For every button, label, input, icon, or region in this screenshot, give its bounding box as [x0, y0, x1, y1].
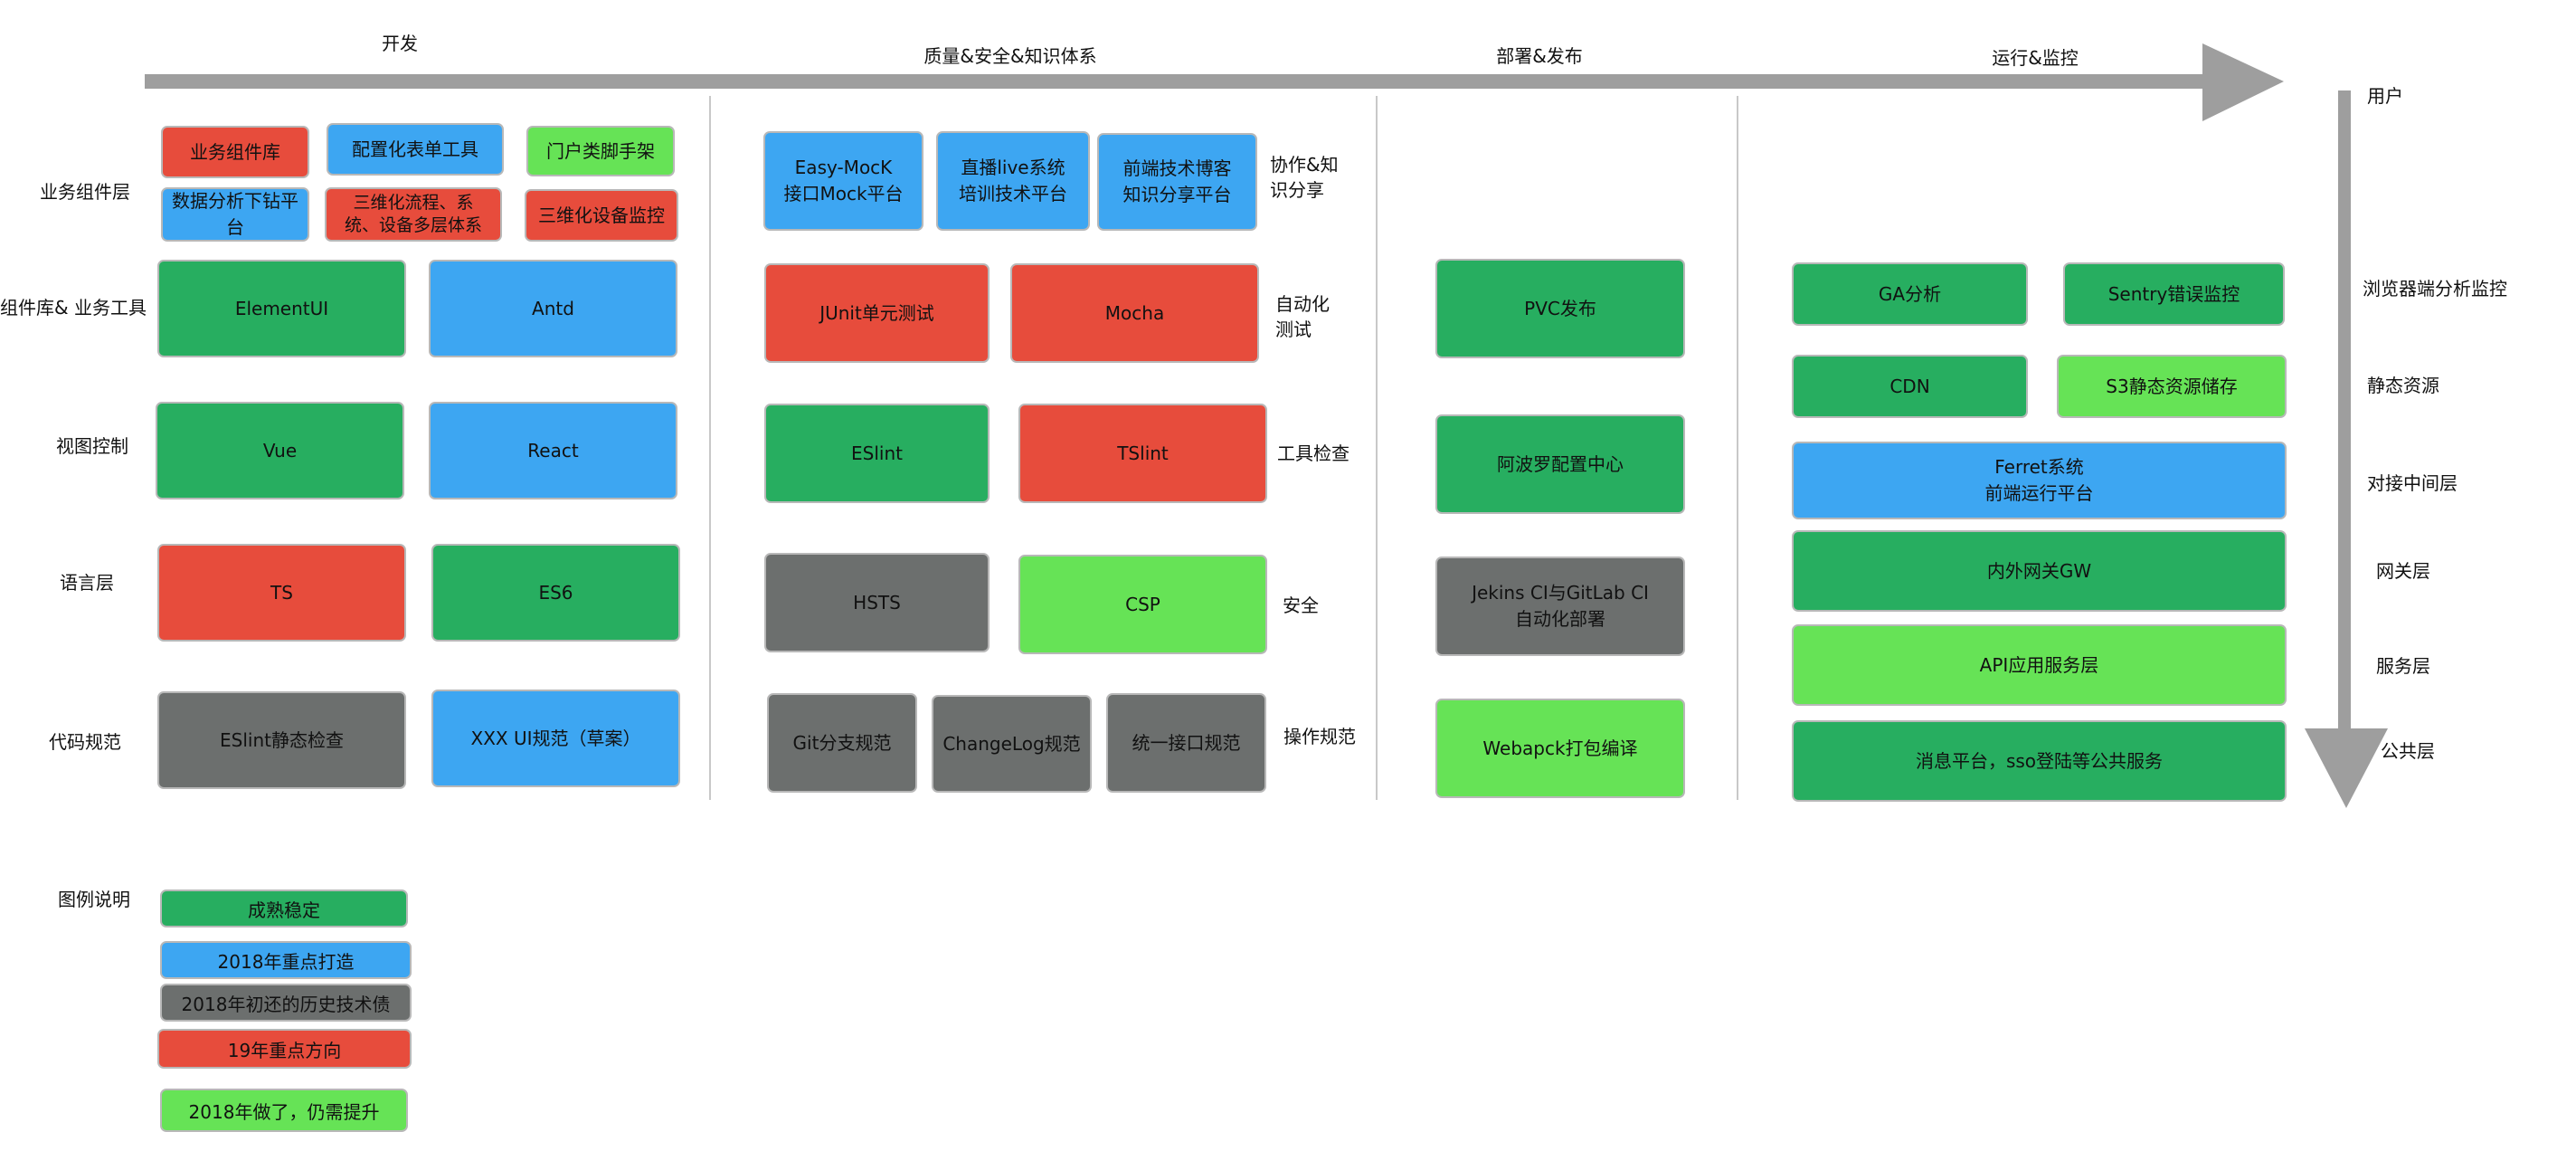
cdn: CDN	[1792, 355, 2028, 418]
vertical-arrow-shaft	[2338, 90, 2351, 742]
phase-quality-title: 质量&安全&知识体系	[923, 45, 1097, 67]
tech-blog: 前端技术博客 知识分享平台	[1097, 133, 1257, 231]
layer-label-biz: 业务组件层	[40, 181, 130, 203]
axis-user-label: 用户	[2367, 85, 2403, 107]
horizontal-arrow-head	[2202, 43, 2284, 121]
portal-scaffold: 门户类脚手架	[526, 126, 675, 176]
webpack-build: Webapck打包编译	[1435, 699, 1685, 798]
data-analysis-platform: 数据分析下钻平台	[161, 187, 309, 242]
legend-mature: 成熟稳定	[160, 889, 408, 927]
phase-runtime-title: 运行&监控	[1992, 47, 2079, 69]
label-collab: 协作&知 识分享	[1270, 154, 1339, 201]
layer-label-lib: 组件库& 业务工具	[0, 297, 147, 319]
layer-label-common: 公共层	[2381, 740, 2435, 762]
live-system: 直播live系统 培训技术平台	[936, 131, 1090, 231]
tslint: TSlint	[1018, 404, 1267, 503]
layer-label-static: 静态资源	[2367, 375, 2439, 396]
pvc-release: PVC发布	[1435, 259, 1685, 358]
legend-title: 图例说明	[58, 889, 130, 910]
jenkins-gitlab-ci: Jekins CI与GitLab CI 自动化部署	[1435, 556, 1685, 656]
ga-analysis: GA分析	[1792, 262, 2028, 326]
label-security: 安全	[1283, 595, 1319, 616]
layer-label-view: 视图控制	[56, 435, 128, 457]
git-branch-spec: Git分支规范	[767, 693, 917, 793]
api-service-layer: API应用服务层	[1792, 624, 2287, 706]
hsts: HSTS	[764, 553, 990, 652]
changelog-spec: ChangeLog规范	[932, 695, 1092, 793]
divider-2	[1376, 96, 1378, 800]
phase-dev-title: 开发	[382, 33, 418, 54]
layer-label-service: 服务层	[2376, 655, 2430, 677]
label-auto-test: 自动化 测试	[1275, 293, 1330, 340]
3d-device-monitor: 三维化设备监控	[525, 189, 678, 242]
apollo-config-center: 阿波罗配置中心	[1435, 414, 1685, 514]
divider-3	[1737, 96, 1738, 800]
config-form-tool: 配置化表单工具	[327, 123, 504, 176]
legend-tech-debt: 2018年初还的历史技术债	[160, 984, 412, 1022]
ferret-system: Ferret系统 前端运行平台	[1792, 442, 2287, 519]
es6: ES6	[431, 544, 680, 642]
horizontal-arrow-shaft	[145, 74, 2225, 89]
layer-label-lang: 语言层	[60, 572, 114, 594]
label-tool-check: 工具检查	[1277, 442, 1350, 464]
gateway-gw: 内外网关GW	[1792, 530, 2287, 612]
eslint: ESlint	[764, 404, 990, 503]
junit: JUnit单元测试	[764, 263, 990, 363]
vue: Vue	[156, 402, 404, 499]
eslint-static-check: ESlint静态检查	[157, 691, 406, 789]
common-services: 消息平台，sso登陆等公共服务	[1792, 720, 2287, 802]
legend-needs-improve: 2018年做了，仍需提升	[160, 1089, 408, 1132]
label-ops-spec: 操作规范	[1283, 726, 1356, 747]
antd: Antd	[429, 260, 677, 357]
mocha: Mocha	[1010, 263, 1259, 363]
layer-label-code: 代码规范	[49, 731, 121, 753]
phase-deploy-title: 部署&发布	[1496, 45, 1583, 67]
legend-2019-focus: 19年重点方向	[157, 1029, 412, 1069]
ts: TS	[157, 544, 406, 642]
xxx-ui-spec: XXX UI规范（草案）	[431, 690, 680, 787]
elementui: ElementUI	[157, 260, 406, 357]
easy-mock: Easy-MocK 接口Mock平台	[763, 131, 923, 231]
react: React	[429, 402, 677, 499]
legend-2018-focus: 2018年重点打造	[160, 941, 412, 979]
sentry-monitor: Sentry错误监控	[2063, 262, 2285, 326]
csp: CSP	[1018, 555, 1267, 654]
unified-api-spec: 统一接口规范	[1106, 693, 1266, 793]
vertical-arrow-head	[2305, 728, 2388, 808]
biz-component-lib: 业务组件库	[161, 126, 309, 178]
s3-storage: S3静态资源储存	[2057, 355, 2287, 418]
layer-label-browser-monitor: 浏览器端分析监控	[2363, 278, 2507, 300]
layer-label-middle: 对接中间层	[2367, 472, 2458, 494]
divider-1	[709, 96, 711, 800]
3d-process-system: 三维化流程、系 统、设备多层体系	[325, 187, 502, 242]
layer-label-gateway: 网关层	[2376, 560, 2430, 582]
